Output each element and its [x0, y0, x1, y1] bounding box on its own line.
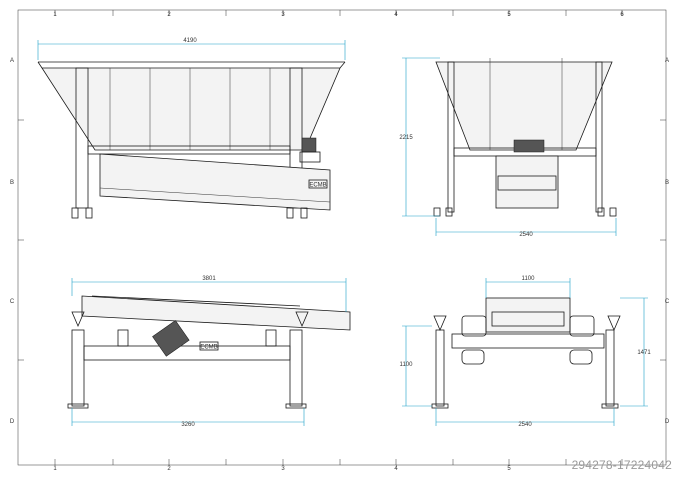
row-label-b: B [10, 180, 14, 186]
dim-side-bottom-length: 3801 [202, 276, 216, 282]
col-label-4-bottom: 4 [394, 466, 398, 472]
col-label-3: 3 [281, 12, 285, 18]
feeder-plate-label: ECMB [309, 183, 326, 189]
front-frame-right-leg [605, 329, 615, 407]
hopper-body [41, 67, 341, 151]
dim-side-bottom-base: 3260 [181, 422, 195, 428]
cross-beam [87, 145, 291, 155]
row-label-c: C [10, 299, 15, 305]
row-label-a-right: A [665, 58, 669, 64]
left-post [75, 67, 89, 209]
frame-left-leg [71, 329, 85, 407]
front-base-beam [451, 333, 605, 349]
row-label-c-right: C [665, 299, 670, 305]
row-label-b-right: B [665, 180, 669, 186]
row-label-a: A [10, 58, 14, 64]
frame-base-beam [83, 345, 291, 361]
front-right-post [595, 61, 603, 213]
vibrator-motor [152, 320, 190, 357]
col-label-5-bottom: 5 [507, 466, 511, 472]
front-motor [513, 139, 545, 153]
listing-id-stamp: 294278-17224042 [571, 458, 672, 472]
frame-right-leg [289, 329, 303, 407]
dim-front-bottom-height-left: 1100 [400, 362, 414, 368]
dim-front-top-height: 2215 [399, 135, 413, 141]
dim-front-bottom-height-right: 1471 [637, 350, 651, 356]
grid-labels: 1 2 3 4 5 6 1 2 3 4 5 A B C D A B C D [10, 12, 670, 472]
col-label-2: 2 [167, 12, 171, 18]
feeder-side-view: ECMB 3801 3260 [67, 276, 351, 428]
hopper-front [435, 61, 613, 151]
dim-front-top-width: 2540 [519, 232, 533, 238]
feeder-trough [99, 153, 331, 211]
feeder-front-body [495, 155, 559, 209]
drawing-frame [17, 9, 667, 466]
col-label-1: 1 [53, 12, 57, 18]
col-label-4: 4 [394, 12, 398, 18]
col-label-2-bottom: 2 [167, 466, 171, 472]
front-left-post [447, 61, 455, 213]
trough-side [81, 295, 351, 331]
top-grid-ruler [18, 10, 666, 465]
row-label-d-right: D [665, 419, 670, 425]
side-elevation-view: ECMB 4190 [37, 38, 346, 219]
dim-front-bottom-width: 2540 [518, 422, 532, 428]
col-label-1-bottom: 1 [53, 466, 57, 472]
col-label-6: 6 [620, 12, 624, 18]
col-label-3-bottom: 3 [281, 466, 285, 472]
front-frame-left-leg [435, 329, 445, 407]
trough-front [485, 297, 571, 333]
vibrator-plate-label: ECMB [200, 345, 217, 351]
dim-front-bottom-top: 1100 [522, 276, 536, 282]
row-label-d: D [10, 419, 15, 425]
col-label-5: 5 [507, 12, 511, 18]
front-elevation-view: 2215 2540 [399, 57, 617, 238]
dim-side-top-length: 4190 [183, 38, 197, 44]
motor-unit [301, 137, 317, 153]
feeder-front-view: 1100 1100 1471 2540 [400, 276, 652, 428]
